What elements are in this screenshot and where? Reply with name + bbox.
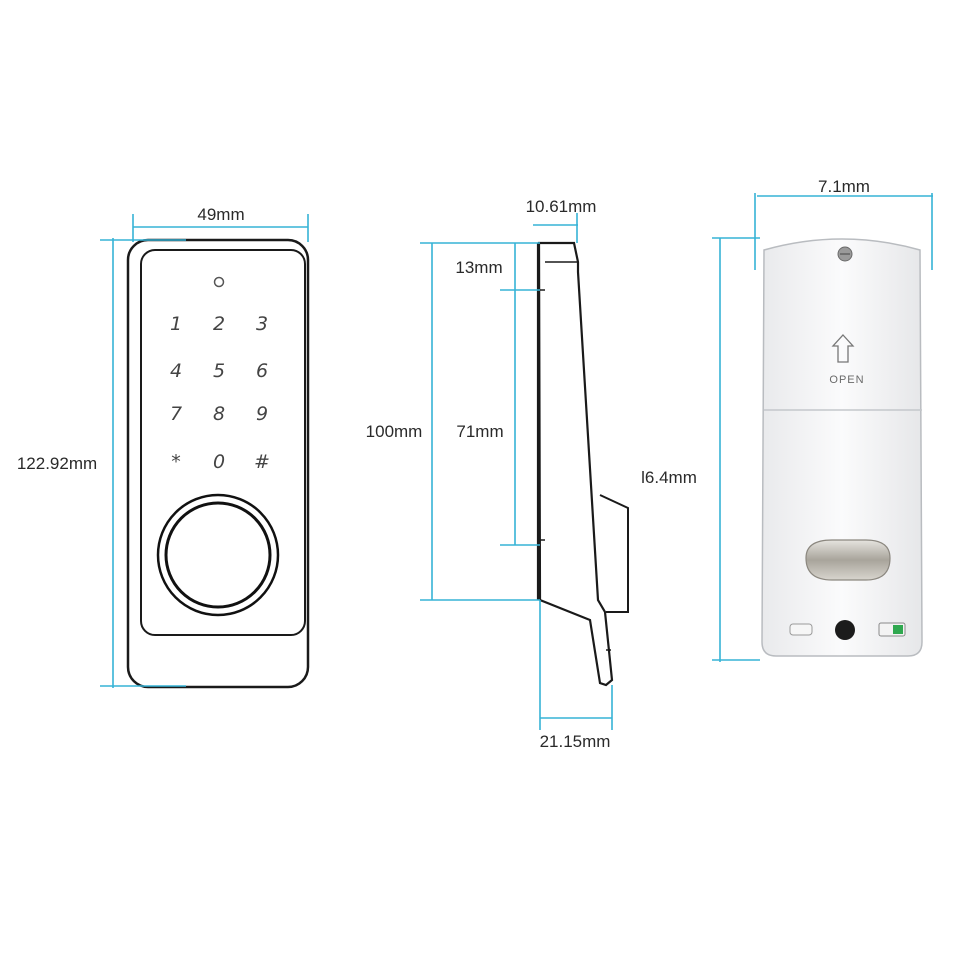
keypad-key: 9 <box>256 403 268 425</box>
keypad-key: 0 <box>213 451 225 473</box>
back-dimension-lines <box>712 193 933 662</box>
keypad-key: 7 <box>170 403 182 425</box>
keypad-key: 6 <box>256 360 268 382</box>
front-height-label: 122.92mm <box>17 454 97 473</box>
back-panel-body <box>761 238 923 657</box>
reset-button-icon <box>789 623 813 636</box>
side-offset-label: 13mm <box>455 258 502 277</box>
side-view <box>536 241 629 687</box>
keypad-key: # <box>254 451 270 473</box>
status-indicator-green <box>893 625 903 634</box>
keypad-key: 1 <box>170 313 182 335</box>
keyhole-icon <box>835 620 855 640</box>
thumb-turn-icon <box>805 539 891 581</box>
keypad-key: 8 <box>213 403 225 425</box>
keypad-key: 5 <box>213 360 225 382</box>
front-view: 1 2 3 4 5 6 7 8 9 * 0 # <box>126 238 310 689</box>
side-bottom-depth-label: 21.15mm <box>540 732 611 751</box>
side-height-label: 100mm <box>366 422 423 441</box>
side-inner-height-label: 71mm <box>456 422 503 441</box>
back-view: OPEN <box>761 238 923 657</box>
keypad-grid: 1 2 3 4 5 6 7 8 9 * 0 # <box>170 313 270 473</box>
side-dimension-lines <box>420 213 613 730</box>
side-top-thickness-label: 10.61mm <box>526 197 597 216</box>
side-profile-outline <box>537 241 614 687</box>
open-label: OPEN <box>829 374 864 386</box>
back-height-label: l6.4mm <box>641 468 697 487</box>
front-width-label: 49mm <box>197 205 244 224</box>
keypad-key: 3 <box>256 313 268 335</box>
keypad-key: 4 <box>170 360 182 382</box>
fingerprint-knob-inner <box>164 501 272 609</box>
keypad-key: * <box>171 451 181 473</box>
indicator-led-icon <box>213 276 225 288</box>
keypad-key: 2 <box>213 313 225 335</box>
up-arrow-icon <box>831 334 855 363</box>
front-dimension-lines <box>100 214 309 688</box>
back-width-label: 7.1mm <box>818 177 870 196</box>
side-rear-bracket <box>599 494 629 613</box>
